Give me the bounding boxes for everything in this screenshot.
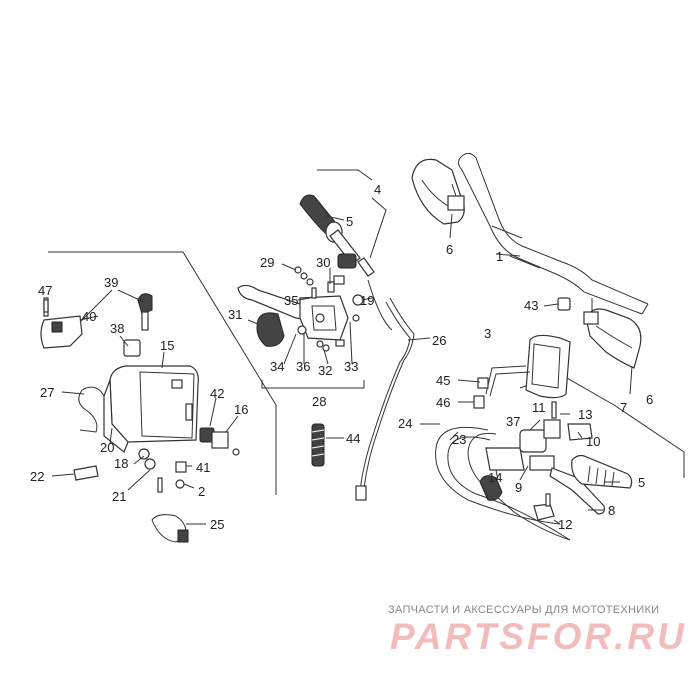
callout-37: 37 bbox=[506, 414, 520, 429]
callout-38: 38 bbox=[110, 321, 124, 336]
callout-27: 27 bbox=[40, 385, 54, 400]
callout-40: 40 bbox=[82, 309, 96, 324]
leader-lines bbox=[51, 213, 633, 525]
callout-24: 24 bbox=[398, 416, 412, 431]
callout-6-right: 6 bbox=[646, 392, 653, 407]
callout-5-top: 5 bbox=[346, 214, 353, 229]
callout-25: 25 bbox=[210, 517, 224, 532]
callout-4: 4 bbox=[374, 182, 381, 197]
callout-32: 32 bbox=[318, 363, 332, 378]
switch-housing-assembly bbox=[237, 266, 364, 352]
callout-13: 13 bbox=[578, 407, 592, 422]
callout-39: 39 bbox=[104, 275, 118, 290]
callout-21: 21 bbox=[112, 489, 126, 504]
hand-guard-upper bbox=[411, 158, 465, 225]
callout-6-top: 6 bbox=[446, 242, 453, 257]
callout-42: 42 bbox=[210, 386, 224, 401]
callout-10: 10 bbox=[586, 434, 600, 449]
callout-3: 3 bbox=[484, 326, 491, 341]
callout-43: 43 bbox=[524, 298, 538, 313]
callout-22: 22 bbox=[30, 469, 44, 484]
callout-29: 29 bbox=[260, 255, 274, 270]
callout-18: 18 bbox=[114, 456, 128, 471]
callout-31: 31 bbox=[228, 307, 242, 322]
callout-14: 14 bbox=[488, 470, 502, 485]
callout-5-right: 5 bbox=[638, 475, 645, 490]
callout-30: 30 bbox=[316, 255, 330, 270]
callout-26: 26 bbox=[432, 333, 446, 348]
callout-9: 9 bbox=[515, 480, 522, 495]
callout-36: 36 bbox=[296, 359, 310, 374]
callout-35: 35 bbox=[284, 293, 298, 308]
callout-44: 44 bbox=[346, 431, 360, 446]
callout-41: 41 bbox=[196, 460, 210, 475]
callout-7: 7 bbox=[620, 400, 627, 415]
watermark-logo: PARTSFOR.RU bbox=[390, 616, 687, 657]
callout-16: 16 bbox=[234, 402, 248, 417]
throttle-cable bbox=[355, 297, 415, 501]
mirror bbox=[473, 334, 571, 409]
callout-15: 15 bbox=[160, 338, 174, 353]
callout-34: 34 bbox=[270, 359, 284, 374]
callout-46: 46 bbox=[436, 395, 450, 410]
callout-33: 33 bbox=[344, 359, 358, 374]
callout-1: 1 bbox=[496, 249, 503, 264]
nut-43 bbox=[557, 297, 571, 311]
callout-8: 8 bbox=[608, 503, 615, 518]
watermark-caption: ЗАПЧАСТИ И АКСЕССУАРЫ ДЛЯ МОТОТЕХНИКИ bbox=[388, 604, 660, 616]
clutch-assembly bbox=[435, 401, 633, 541]
callout-19: 19 bbox=[360, 293, 374, 308]
hand-guard-lower bbox=[583, 298, 642, 369]
callout-12: 12 bbox=[558, 517, 572, 532]
callout-23: 23 bbox=[452, 432, 466, 447]
callout-45: 45 bbox=[436, 373, 450, 388]
switch-box-assembly bbox=[40, 293, 240, 543]
spring bbox=[311, 423, 325, 467]
callout-28: 28 bbox=[312, 394, 326, 409]
callout-11: 11 bbox=[532, 400, 546, 415]
callout-2: 2 bbox=[198, 484, 205, 499]
callout-labels: 1 2 3 4 5 5 6 6 7 8 9 10 11 12 13 14 15 … bbox=[30, 182, 653, 532]
callout-47: 47 bbox=[38, 283, 52, 298]
handlebar bbox=[458, 152, 649, 315]
throttle-grip bbox=[299, 194, 393, 331]
callout-20: 20 bbox=[100, 440, 114, 455]
